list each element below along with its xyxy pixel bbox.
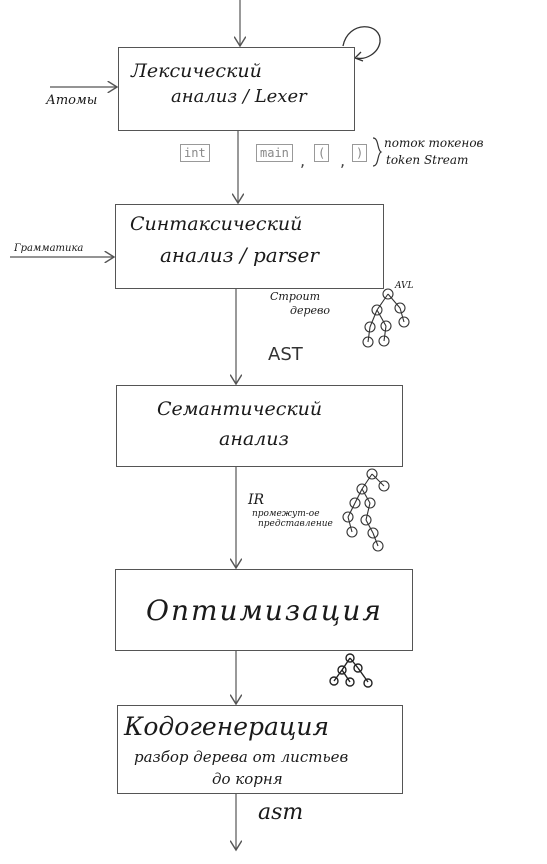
token-separator-1: , [300, 151, 306, 170]
avl-label: AVL [395, 281, 414, 291]
token-separator-2: , [340, 151, 346, 170]
semantic-box: Семантический анализ [116, 385, 403, 467]
small-tree-sketch [329, 653, 373, 688]
semantic-title-line1: Семантический [157, 398, 323, 420]
ir-note-line3: представление [258, 519, 333, 529]
ast-label: AST [268, 344, 303, 365]
token-rparen: ) [352, 144, 368, 162]
parser-note-line1: Строит [270, 290, 321, 303]
lexer-loop-arrow [342, 26, 381, 60]
codegen-title: Кодогенерация [124, 712, 329, 741]
atoms-label: Атомы [46, 93, 98, 108]
token-brace [372, 137, 383, 167]
token-stream-label-en: token Stream [386, 153, 469, 167]
parser-title-line1: Синтаксический [130, 213, 303, 235]
lexer-title-line1: Лексический [131, 60, 262, 82]
token-int: int [180, 144, 210, 162]
codegen-note-line1: разбор дерева от листьев [134, 748, 349, 766]
token-lparen: ( [314, 144, 330, 162]
ir-tree-sketch [342, 468, 390, 552]
codegen-note-line2: до корня [212, 770, 283, 788]
asm-output-label: asm [258, 800, 304, 825]
token-stream-label-ru: поток токенов [384, 136, 484, 150]
avl-tree-sketch [362, 288, 410, 348]
parser-note-line2: дерево [290, 304, 331, 317]
parser-title-line2: анализ / parser [160, 243, 319, 267]
grammar-label: Грамматика [14, 243, 84, 254]
lexer-title-line2: анализ / Lexer [171, 86, 307, 107]
codegen-box: Кодогенерация разбор дерева от листьев д… [117, 705, 403, 794]
ir-note-line2: промежут-ое [252, 509, 320, 519]
ir-note-line1: IR [248, 492, 265, 508]
token-main: main [256, 144, 293, 162]
optimization-box: Оптимизация [115, 569, 413, 651]
lexer-box: Лексический анализ / Lexer [118, 47, 355, 131]
parser-box: Синтаксический анализ / parser [115, 204, 384, 289]
semantic-title-line2: анализ [219, 428, 289, 450]
optimization-title: Оптимизация [146, 594, 383, 627]
